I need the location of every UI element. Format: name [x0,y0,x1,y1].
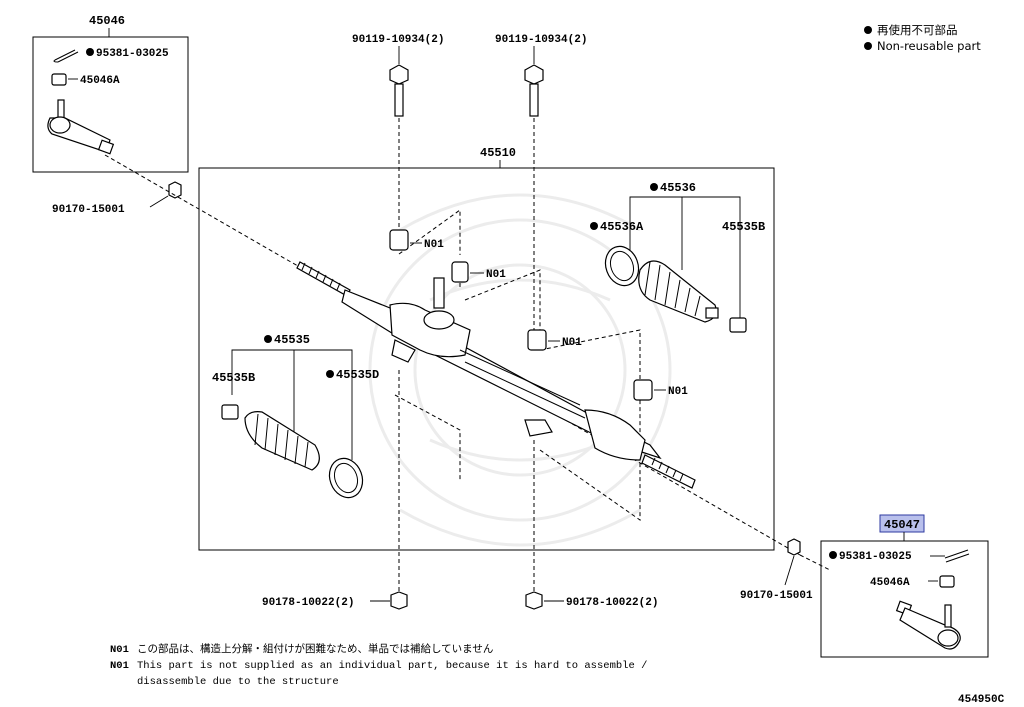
illustration-id: 454950C [958,694,1005,706]
part-label-90178-10022-right[interactable]: 90178-10022(2) [566,597,658,609]
insulator-icon [633,379,653,401]
part-label-45535D[interactable]: 45535D [336,368,379,382]
tie-rod-right-group: 45047 95381-03025 45046A [820,514,989,658]
bullet-icon [326,370,334,378]
part-label-95381-03025-right[interactable]: 95381-03025 [839,551,912,563]
gear-assy-group: 45510 [198,146,775,551]
note-en-line2: disassemble due to the structure [137,676,339,688]
bushing-right-group: 90178-10022(2) [525,591,658,610]
steering-rack-body [296,261,696,489]
bullet-icon [650,183,658,191]
bolt-icon [524,64,544,117]
note-code-en: N01 [110,660,129,672]
bushing-icon [525,591,543,610]
part-label-45536[interactable]: 45536 [660,181,696,195]
bullet-icon [864,42,872,50]
clip-icon [221,404,239,420]
tie-rod-left-group: 45046 95381-03025 45046A [32,14,189,173]
part-label-90170-15001-right[interactable]: 90170-15001 [740,590,813,602]
part-label-45535B-left[interactable]: 45535B [212,371,255,385]
part-label-95381-03025-left[interactable]: 95381-03025 [96,48,169,60]
boot-set-right-group: 45536 45536A 45535B [590,181,765,333]
part-label-n01-3[interactable]: N01 [562,337,582,349]
part-label-45046[interactable]: 45046 [89,14,125,28]
insulator-icon [451,261,469,283]
nut-lower-right-group: 90170-15001 [740,538,813,602]
highlight-box [879,514,925,533]
bellows-boot-icon [638,260,719,323]
bullet-icon [829,551,837,559]
part-label-90178-10022-left[interactable]: 90178-10022(2) [262,597,354,609]
clip-icon [729,317,747,333]
boot-set-left-group: 45535 45535B 45535D [212,333,379,499]
part-label-45046A-right[interactable]: 45046A [870,577,910,589]
n01-part-3: N01 [527,329,582,351]
clamp-ring-icon [604,245,640,287]
part-label-90119-10934-right[interactable]: 90119-10934(2) [495,34,587,46]
bushing-icon [390,591,408,610]
clamp-ring-icon [328,457,364,499]
castle-nut-icon [939,575,955,588]
part-label-45046A-left[interactable]: 45046A [80,75,120,87]
bolt-left-group: 90119-10934(2) [352,34,444,236]
n01-part-2: N01 [451,261,506,283]
note-jp: この部品は、構造上分解・組付けが困難なため、単品では補給していません [137,642,493,656]
n01-part-4: N01 [633,379,688,401]
tie-rod-end-left-icon [47,99,115,155]
part-label-n01-4[interactable]: N01 [668,386,688,398]
bolt-right-group: 90119-10934(2) [495,34,587,330]
bullet-icon [864,26,872,34]
note-en-line1: This part is not supplied as an individu… [137,660,647,672]
bullet-icon [86,48,94,56]
insulator-icon [389,229,409,251]
part-label-45535B-right[interactable]: 45535B [722,220,765,234]
legend: 再使用不可部品 Non-reusable part [864,23,981,53]
notes: N01 この部品は、構造上分解・組付けが困難なため、単品では補給していません N… [110,642,647,688]
bullet-icon [590,222,598,230]
nut-icon [787,538,801,556]
tie-rod-end-right-icon [895,600,961,650]
insulator-icon [527,329,547,351]
part-label-n01-1[interactable]: N01 [424,239,444,251]
part-label-45047[interactable]: 45047 [884,518,920,532]
bullet-icon [264,335,272,343]
bushing-left-group: 90178-10022(2) [262,591,408,610]
castle-nut-icon [51,73,67,86]
part-label-45535[interactable]: 45535 [274,333,310,347]
part-label-n01-2[interactable]: N01 [486,269,506,281]
legend-jp: 再使用不可部品 [877,23,958,37]
bolt-icon [389,64,409,117]
legend-en: Non-reusable part [877,39,981,53]
part-label-45536A[interactable]: 45536A [600,220,644,234]
watermark-emblem [368,193,672,547]
cotter-pin-icon [53,49,79,63]
bellows-boot-icon [244,411,320,471]
note-code-jp: N01 [110,644,129,656]
part-label-45510[interactable]: 45510 [480,146,516,160]
n01-part-1: N01 [389,229,444,251]
part-label-90119-10934-left[interactable]: 90119-10934(2) [352,34,444,46]
part-label-90170-15001-left[interactable]: 90170-15001 [52,204,125,216]
cotter-pin-icon [944,549,970,563]
